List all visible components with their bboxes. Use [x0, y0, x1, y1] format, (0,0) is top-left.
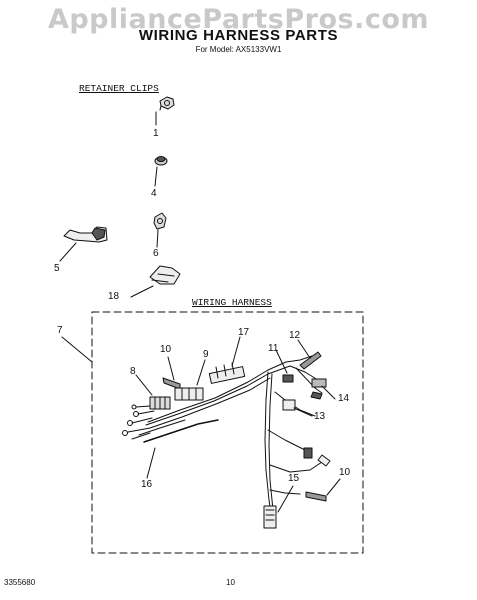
retainer-clip-5-part [59, 226, 108, 262]
callout-4: 4 [151, 188, 157, 199]
callout-15: 15 [288, 473, 300, 484]
retainer-clip-4-part [154, 156, 168, 187]
retainer-clip-18-part [130, 265, 181, 298]
leader-7 [61, 336, 93, 363]
retainer-clip-6-part [153, 212, 167, 248]
callout-9: 9 [203, 349, 209, 360]
callout-5: 5 [54, 263, 60, 274]
section-label-wiring-harness: WIRING HARNESS [192, 297, 272, 308]
callout-14: 14 [338, 393, 350, 404]
callout-8: 8 [130, 366, 136, 377]
page-title: WIRING HARNESS PARTS [138, 27, 339, 44]
callout-1: 1 [153, 128, 159, 139]
callout-6: 6 [153, 248, 159, 259]
wiring-harness-boundary [91, 311, 364, 554]
callout-17: 17 [238, 327, 250, 338]
callout-10-right: 10 [339, 467, 351, 478]
document-number: 3355680 [4, 578, 36, 587]
model-line: For Model: AX5133VW1 [195, 45, 282, 54]
callout-7: 7 [57, 325, 63, 336]
page-number: 10 [226, 578, 235, 587]
section-label-retainer-clips: RETAINER CLIPS [79, 83, 159, 94]
callout-10-left: 10 [160, 344, 172, 355]
callout-12: 12 [289, 330, 301, 341]
callout-11: 11 [268, 343, 279, 354]
wiring-harness-part [122, 351, 331, 529]
callout-13: 13 [314, 411, 326, 422]
watermark-logo: AppliancePartsPros.com [47, 4, 430, 35]
callout-18: 18 [108, 291, 120, 302]
callout-16: 16 [141, 479, 153, 490]
retainer-clip-1-part [155, 96, 175, 126]
